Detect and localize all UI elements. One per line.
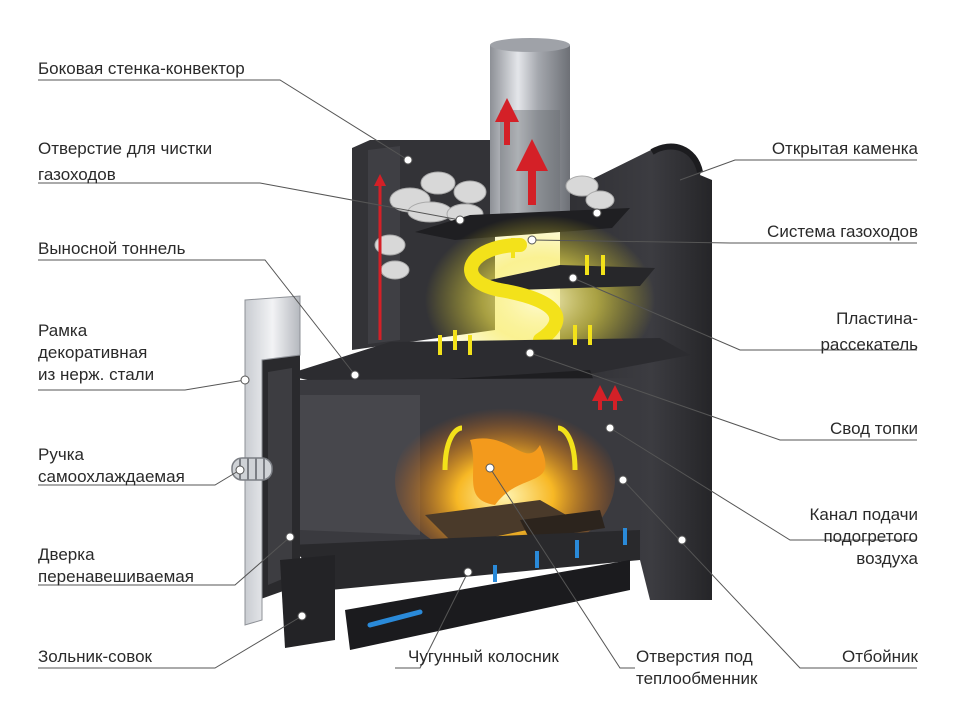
flue-gas-path: [464, 238, 564, 347]
stainless-frame: [244, 295, 301, 626]
label-open-heater: Открытая каменка: [771, 139, 918, 158]
label-ash-pan: Зольник-совок: [38, 647, 152, 666]
label-remote-tunnel: Выносной тоннель: [38, 239, 186, 258]
label-frame: Рамка декоративная из нерж. стали: [38, 321, 155, 384]
label-cleaning-hole: Отверстие для чистки газоходов: [38, 139, 213, 184]
label-grate: Чугунный колосник: [408, 647, 559, 666]
label-side-wall: Боковая стенка-конвектор: [38, 59, 245, 78]
cast-iron-grate: [290, 530, 640, 590]
label-divider-plate: Пластина- рассекатель: [820, 309, 918, 354]
ash-drawer: [280, 555, 335, 648]
heater-stones: [374, 171, 615, 280]
label-handle: Ручка самоохлаждаемая: [38, 445, 185, 486]
leader-dots: [235, 155, 687, 621]
heater-hook: [650, 143, 703, 173]
ash-pan: [345, 560, 630, 650]
warm-air-arrows: [374, 98, 623, 410]
cold-air-arrows: [493, 528, 627, 582]
label-deflector: Отбойник: [841, 647, 918, 666]
label-firebox-vault: Свод топки: [829, 419, 918, 438]
label-door: Дверка перенавешиваемая: [38, 545, 194, 586]
label-flue-system: Система газоходов: [767, 222, 918, 241]
label-air-channel: Канал подачи подогретого воздуха: [809, 505, 918, 568]
label-heat-exchanger-holes: Отверстия под теплообменник: [636, 647, 758, 688]
flame-arrows: [438, 238, 605, 471]
firewood: [425, 500, 575, 545]
